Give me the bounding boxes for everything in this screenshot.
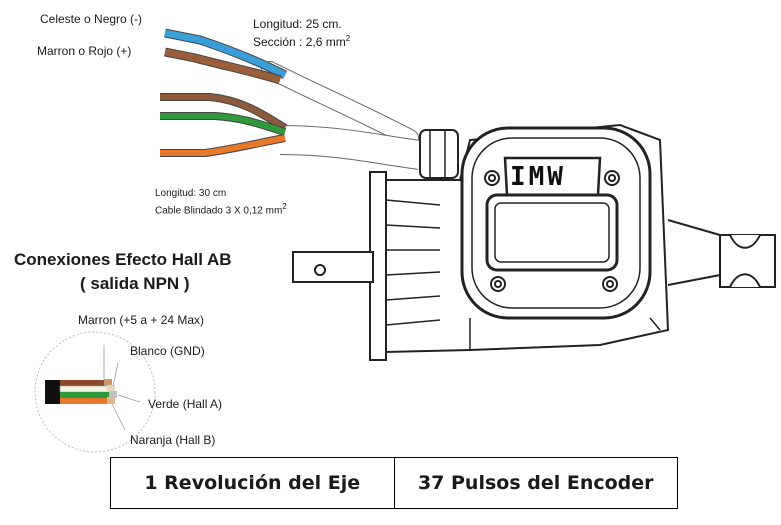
hall-title: Conexiones Efecto Hall AB (14, 250, 232, 269)
wire-negative-label: Celeste o Negro (-) (40, 12, 143, 26)
hall-subtitle: ( salida NPN ) (80, 274, 190, 293)
hall-wire-orange-label: Naranja (Hall B) (130, 433, 216, 447)
encoder-device (292, 123, 776, 361)
top-cable-length: Longitud: 25 cm. (253, 17, 342, 31)
encoder-cable-spec: Cable Blindado 3 X 0,12 mm2 (155, 202, 287, 217)
wire-positive-label: Marron o Rojo (+) (37, 44, 132, 58)
power-cable (164, 28, 419, 147)
brand-logo: IMW (510, 162, 566, 192)
hall-wire-brown-label: Marron (+5 a + 24 Max) (78, 313, 205, 327)
encoder-cable (160, 93, 459, 179)
hall-wire-green-label: Verde (Hall A) (148, 397, 223, 411)
encoder-cable-length: Longitud: 30 cm (155, 188, 227, 199)
footer-pulses-cell: 37 Pulsos del Encoder (393, 458, 678, 508)
footer-table: 1 Revolución del Eje 37 Pulsos del Encod… (110, 457, 678, 509)
top-cable-section: Sección : 2,6 mm2 (253, 34, 351, 49)
hall-wires-detail (34, 331, 156, 453)
footer-revolution-cell: 1 Revolución del Eje (144, 472, 361, 494)
hall-wire-white-label: Blanco (GND) (130, 344, 205, 358)
